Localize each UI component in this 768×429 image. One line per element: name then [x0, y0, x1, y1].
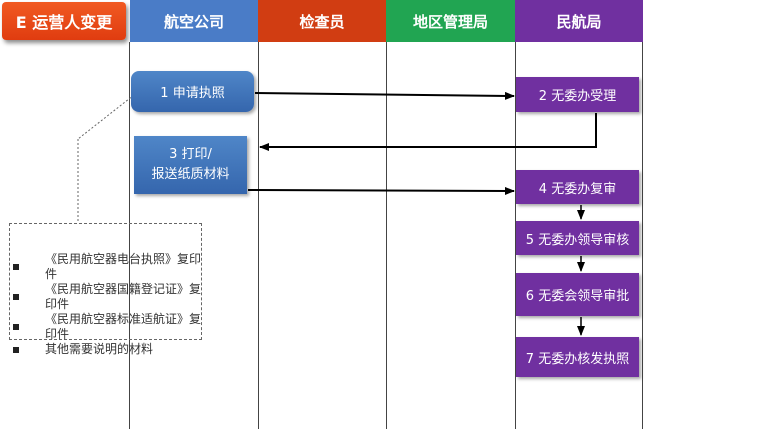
materials-item-text: 《民用航空器标准适航证》复印件: [45, 312, 202, 341]
step-3-label-line2: 报送纸质材料: [151, 167, 230, 182]
materials-list-item: 《民用航空器国籍登记证》复印件: [13, 282, 201, 312]
step-2-label: 2 无委办受理: [538, 89, 617, 104]
step-1-label: 1 申请执照: [160, 86, 225, 101]
step-4-review: 4 无委办复审: [516, 170, 639, 204]
lane-header-airline-label: 航空公司: [163, 12, 224, 31]
step-1-apply-license: 1 申请执照: [131, 71, 254, 112]
step-6-label: 6 无委会领导审批: [525, 289, 630, 304]
lane-header-regional-bureau-label: 地区管理局: [412, 12, 488, 31]
bullet-icon: [13, 346, 19, 353]
step-3-label-line1: 3 打印/: [169, 147, 212, 162]
lane-header-inspector-label: 检查员: [299, 12, 345, 31]
materials-list-item: 其他需要说明的材料: [13, 342, 201, 357]
lane-header-regional-bureau: 地区管理局: [386, 0, 515, 42]
materials-list-item: 《民用航空器标准适航证》复印件: [13, 312, 201, 342]
materials-list-item: 《民用航空器电台执照》复印件: [13, 252, 201, 282]
step-2-accept: 2 无委办受理: [516, 77, 639, 112]
arrow-3-to-4: [247, 186, 515, 195]
arrow-2-to-3: [259, 113, 597, 151]
lane-divider: [642, 42, 643, 429]
step-5-label: 5 无委办领导审核: [525, 232, 630, 248]
callout-line: [77, 94, 135, 140]
lane-header-airline: 航空公司: [130, 0, 258, 42]
required-materials-note: 《民用航空器电台执照》复印件 《民用航空器国籍登记证》复印件 《民用航空器标准适…: [9, 223, 202, 356]
bullet-icon: [13, 324, 19, 330]
materials-item-text: 《民用航空器电台执照》复印件: [45, 252, 202, 281]
materials-item-text: 《民用航空器国籍登记证》复印件: [45, 282, 202, 311]
lane-divider: [386, 42, 387, 429]
lane-header-caac-label: 民航局: [556, 12, 602, 31]
lane-header-caac: 民航局: [515, 0, 643, 42]
step-6-committee-approve: 6 无委会领导审批: [516, 273, 639, 316]
section-badge-label: E 运营人变更: [15, 13, 113, 32]
lane-divider: [515, 42, 516, 429]
section-badge: E 运营人变更: [2, 2, 126, 40]
step-7-issue-license: 7 无委办核发执照: [516, 337, 639, 377]
materials-item-text: 其他需要说明的材料: [45, 342, 154, 356]
step-7-label: 7 无委办核发执照: [525, 351, 630, 367]
bullet-icon: [13, 264, 19, 270]
lane-header-inspector: 检查员: [258, 0, 386, 42]
lane-divider: [258, 42, 259, 429]
step-5-leader-review: 5 无委办领导审核: [516, 221, 639, 255]
materials-list: 《民用航空器电台执照》复印件 《民用航空器国籍登记证》复印件 《民用航空器标准适…: [13, 252, 201, 357]
bullet-icon: [13, 294, 19, 300]
step-3-submit-paper: 3 打印/ 报送纸质材料: [134, 136, 247, 194]
step-4-label: 4 无委办复审: [538, 181, 617, 197]
arrow-1-to-2: [254, 91, 515, 100]
lane-divider: [129, 42, 130, 429]
